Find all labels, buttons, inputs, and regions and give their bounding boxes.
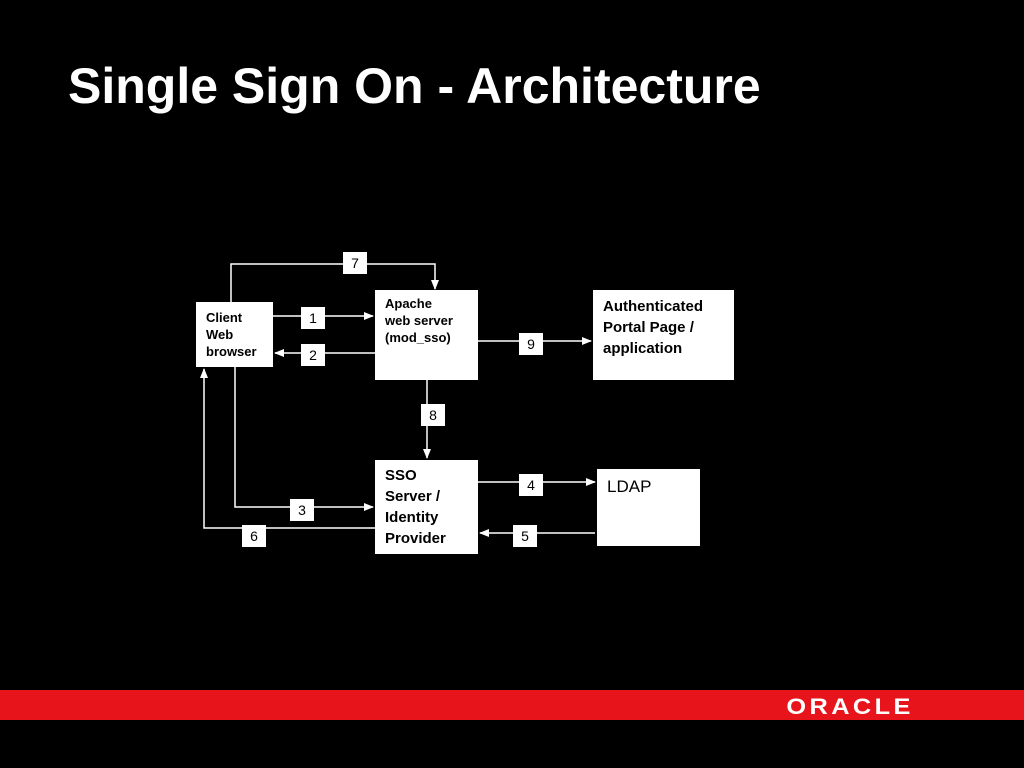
step-3-badge: 3 xyxy=(290,499,314,521)
arrow-3 xyxy=(234,367,374,511)
step-2-badge: 2 xyxy=(301,344,325,366)
step-7-badge: 7 xyxy=(343,252,367,274)
apache-web-server-node: Apache web server (mod_sso) xyxy=(375,290,478,380)
step-6-badge: 6 xyxy=(242,525,266,547)
arrow-6 xyxy=(200,368,375,529)
oracle-logo: ORACLE xyxy=(786,694,914,719)
sso-server-label: SSO Server / Identity Provider xyxy=(385,467,446,547)
ldap-label: LDAP xyxy=(607,477,652,496)
arrow-7 xyxy=(230,263,439,302)
client-web-browser-label: Client Web browser xyxy=(206,310,257,359)
ldap-node: LDAP xyxy=(597,469,700,546)
step-9-badge: 9 xyxy=(519,333,543,355)
sso-server-node: SSO Server / Identity Provider xyxy=(375,460,478,554)
client-web-browser-node: Client Web browser xyxy=(196,302,273,367)
authenticated-portal-label: Authenticated Portal Page / application xyxy=(603,298,704,357)
authenticated-portal-node: Authenticated Portal Page / application xyxy=(593,290,734,380)
apache-web-server-label: Apache web server (mod_sso) xyxy=(385,296,453,345)
footer-bar xyxy=(0,690,1024,720)
step-4-badge: 4 xyxy=(519,474,543,496)
slide-title: Single Sign On - Architecture xyxy=(68,58,761,114)
step-1-badge: 1 xyxy=(301,307,325,329)
step-8-badge: 8 xyxy=(421,404,445,426)
step-5-badge: 5 xyxy=(513,525,537,547)
